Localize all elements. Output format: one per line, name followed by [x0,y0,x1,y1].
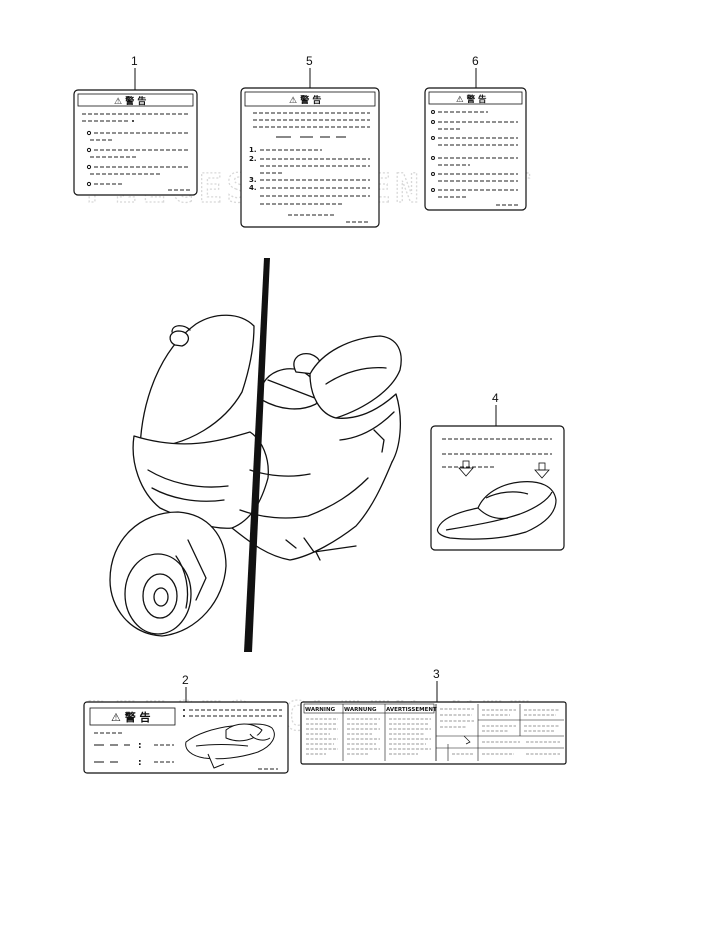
callout-3: 3 [433,667,440,681]
label-6-header [428,91,523,105]
label-2-sep-2: : [138,758,142,768]
label-3-group[interactable]: 3 WARNING WARNUNG AVERTISSEMENT [300,667,567,765]
part-line-bar [244,258,270,652]
label-3-warning-fr: AVERTISSEMENT [386,707,437,713]
label-4-group[interactable]: 4 [430,391,565,551]
label-5-step-3: 3. [249,176,257,184]
label-5-step-4: 4. [249,184,257,192]
label-5 [240,87,380,228]
callout-1: 1 [131,54,138,68]
label-5-header [244,91,376,107]
label-6-group[interactable]: 6 ⚠ 警 告 [424,54,527,211]
label-2-header [89,707,176,726]
label-6 [424,87,527,211]
label-5-warning: ⚠ 警 告 [289,94,321,106]
label-5-step-2: 2. [249,155,257,163]
label-2-group[interactable]: 2 ⚠ 警 告 : : [83,673,289,774]
seat-icon [436,481,557,540]
label-3-warning-de: WARNUNG [344,707,377,713]
callout-6: 6 [472,54,479,68]
label-6-warning: ⚠ 警 告 [456,94,487,105]
down-arrow-icon [458,460,474,477]
label-5-group[interactable]: 5 ⚠ 警 告 1. 2. 3. 4. [240,54,380,228]
label-3-warning-en: WARNING [305,707,336,713]
callout-2: 2 [182,673,189,687]
callout-5: 5 [306,54,313,68]
down-arrow-icon [534,462,550,479]
scooter-icon [185,723,275,769]
label-2-warning: ⚠ 警 告 [111,710,151,724]
label-5-step-1: 1. [249,146,257,154]
callout-4: 4 [492,391,499,405]
label-1 [73,89,198,196]
label-3 [300,701,567,765]
label-1-header [77,93,194,107]
label-1-warning: ⚠ 警 告 [114,95,146,107]
label-1-group[interactable]: 1 ⚠ 警 告 [73,54,198,196]
scooter-illustration [109,314,402,637]
label-2-sep-1: : [138,741,142,751]
